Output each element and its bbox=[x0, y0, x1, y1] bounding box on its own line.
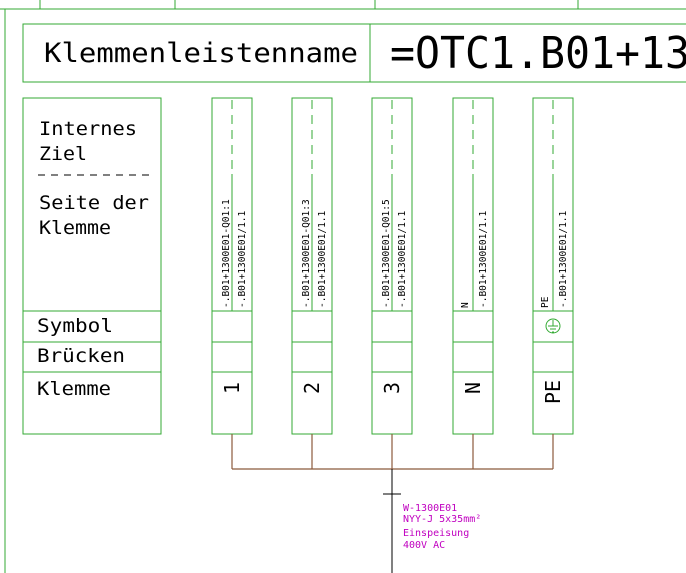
legend-page-2: Klemme bbox=[39, 217, 111, 239]
terminal-column: -.B01+1300E01-Q01:3 -.B01+1300E01/1.1 2 bbox=[291, 97, 333, 435]
cable-bus bbox=[231, 434, 554, 470]
header-frame bbox=[22, 23, 686, 83]
terminal-target: N bbox=[460, 302, 471, 308]
legend-internal-target-1: Internes bbox=[39, 118, 137, 140]
terminal-label: 1 bbox=[220, 382, 244, 394]
legend-bridges: Brücken bbox=[37, 345, 125, 367]
terminal-column: -.B01+1300E01-Q01:5 -.B01+1300E01/1.1 3 bbox=[371, 97, 413, 435]
legend-page-1: Seite der bbox=[39, 192, 149, 214]
terminal-page: -.B01+1300E01/1.1 bbox=[397, 210, 408, 308]
cable-purpose: Einspeisung bbox=[403, 528, 469, 539]
terminal-page: -.B01+1300E01/1.1 bbox=[317, 210, 328, 308]
terminal-page: -.B01+1300E01/1.1 bbox=[558, 210, 569, 308]
terminal-column: -.B01+1300E01-Q01:1 -.B01+1300E01/1.1 1 bbox=[211, 97, 253, 435]
terminal-page: -.B01+1300E01/1.1 bbox=[237, 210, 248, 308]
strip-name-label: Klemmenleistenname bbox=[44, 38, 358, 69]
cable-name: W-1300E01 bbox=[403, 503, 457, 514]
terminal-target: PE bbox=[540, 296, 551, 308]
legend-terminal: Klemme bbox=[37, 378, 111, 400]
legend-frame bbox=[22, 97, 162, 435]
terminal-page: -.B01+1300E01/1.1 bbox=[478, 210, 489, 308]
terminal-label: 3 bbox=[380, 382, 404, 394]
terminal-label: N bbox=[461, 382, 485, 394]
strip-name-value: =OTC1.B01+13 bbox=[390, 28, 686, 79]
legend-internal-target-2: Ziel bbox=[39, 143, 87, 165]
legend-symbol: Symbol bbox=[37, 315, 113, 337]
terminal-target: -.B01+1300E01-Q01:5 bbox=[381, 199, 392, 308]
terminal-column: N -.B01+1300E01/1.1 N bbox=[452, 97, 494, 435]
terminal-target: -.B01+1300E01-Q01:3 bbox=[301, 199, 312, 308]
terminal-column: PE -.B01+1300E01/1.1 PE bbox=[532, 97, 574, 435]
cable-voltage: 400V AC bbox=[403, 540, 445, 551]
terminal-label: 2 bbox=[300, 382, 324, 394]
terminal-target: -.B01+1300E01-Q01:1 bbox=[221, 199, 232, 308]
ground-icon bbox=[545, 318, 561, 334]
terminal-label: PE bbox=[541, 380, 565, 404]
cable-type: NYY-J 5x35mm² bbox=[403, 514, 481, 525]
